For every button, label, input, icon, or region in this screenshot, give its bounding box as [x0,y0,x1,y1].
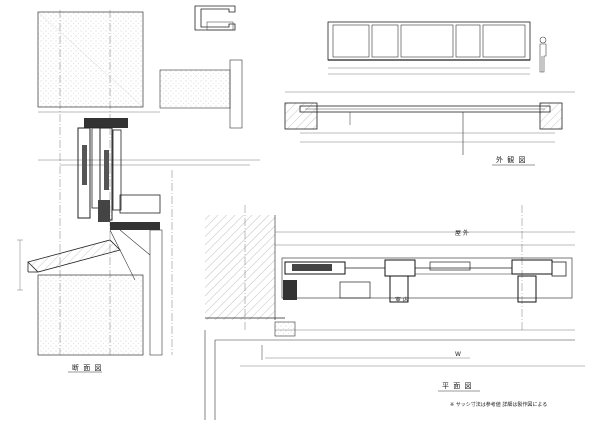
plan-detail-drawing: 室 内 屋 外 W 平 面 図 ※ サッシ寸法は参考値 詳細は製作図による [204,205,585,420]
section-drawing: 断 面 図 [17,5,260,373]
sash-assembly [77,118,161,230]
section-title: 断 面 図 [72,363,102,372]
elevation-panels [332,24,526,58]
interior-wall [149,229,163,356]
sash-top-profile [194,5,236,31]
plan-note: ※ サッシ寸法は参考値 詳細は製作図による [450,401,547,408]
plan-outdoor-label: 屋 外 [455,229,469,237]
human-scale-figure-icon [539,36,547,73]
plan-title: 平 面 図 [442,382,472,390]
plan-indoor-label: 室 内 [395,296,409,304]
elevation-frame [327,21,531,61]
concrete-wall-lower [37,274,144,356]
elevation-drawing [327,21,547,75]
window-sill [27,239,121,273]
plan-sash-frame [281,257,573,303]
elevation-title: 外 観 図 [496,155,526,164]
ceiling-box [159,69,231,109]
plan-strip-upper: 外 観 図 [284,91,575,166]
plan-width-label: W [455,351,461,358]
